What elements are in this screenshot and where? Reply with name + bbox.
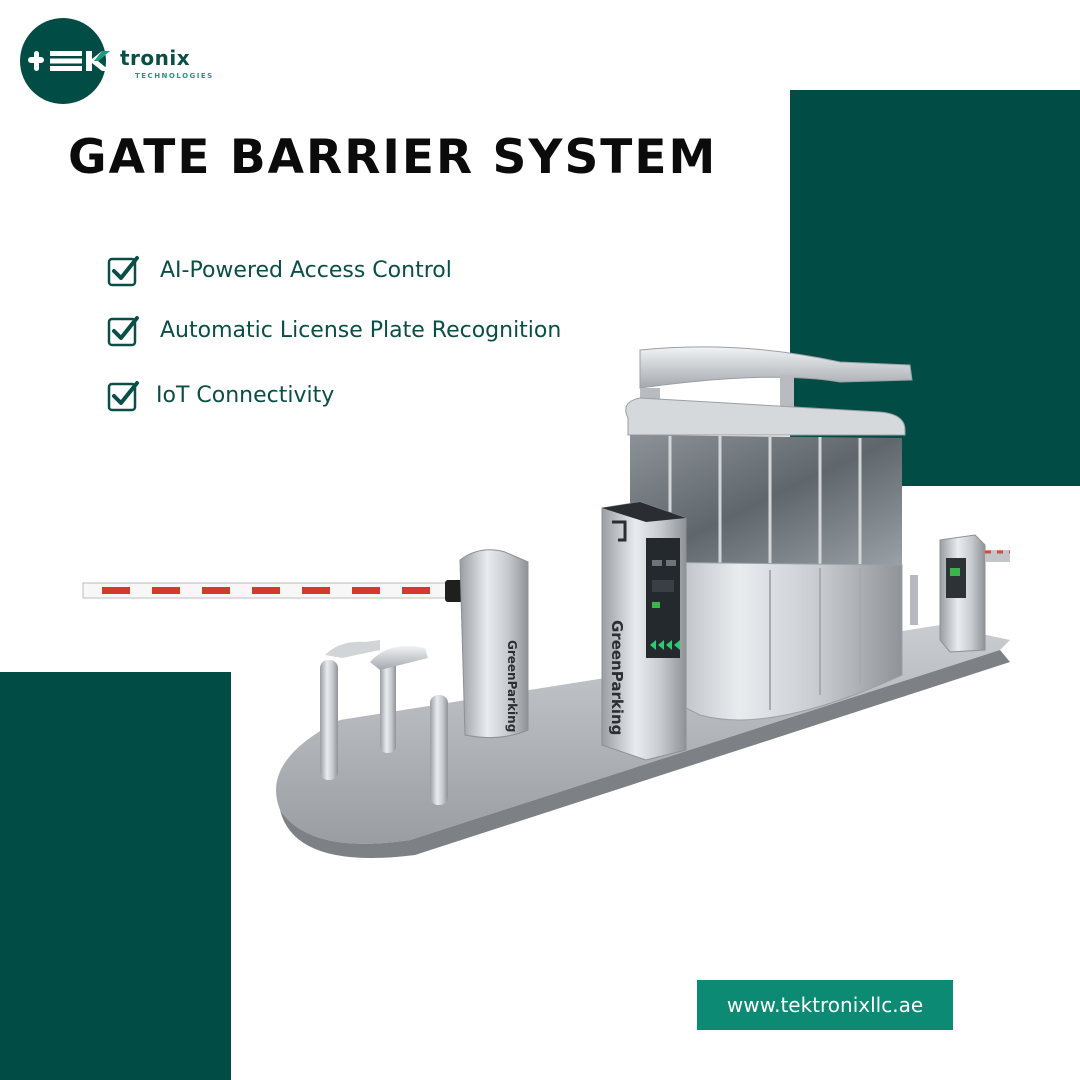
barrier-arm <box>82 580 475 602</box>
logo-wordmark: tronix <box>120 46 191 70</box>
bollards <box>320 640 448 805</box>
decor-block-bottom-left <box>0 672 231 1080</box>
brand-logo: tronix TECHNOLOGIES <box>20 18 220 104</box>
page-title: GATE BARRIER SYSTEM <box>68 130 718 185</box>
feature-item: IoT Connectivity <box>106 378 334 412</box>
feature-item: Automatic License Plate Recognition <box>106 313 561 347</box>
checkbox-check-icon <box>107 256 139 287</box>
logo-tagline: TECHNOLOGIES <box>135 72 214 80</box>
feature-item: AI-Powered Access Control <box>106 253 452 287</box>
ticket-kiosk: GreenParking <box>601 501 687 761</box>
logo-mark-icon <box>28 51 110 71</box>
checkbox-check-icon <box>107 316 139 347</box>
website-badge[interactable]: www.tektronixllc.ae <box>697 980 953 1030</box>
feature-label: IoT Connectivity <box>156 382 335 408</box>
checkbox-check-icon <box>107 381 139 412</box>
barrier-brand-text: GreenParking <box>505 640 519 732</box>
website-link[interactable]: www.tektronixllc.ae <box>726 993 924 1017</box>
guard-booth <box>625 346 913 721</box>
kiosk-brand-text: GreenParking <box>608 620 626 735</box>
gate-barrier-illustration: GreenParking GreenParking <box>82 346 1010 858</box>
feature-label: Automatic License Plate Recognition <box>160 317 562 343</box>
barrier-housing: GreenParking <box>459 549 529 739</box>
right-terminal <box>910 534 1010 653</box>
feature-label: AI-Powered Access Control <box>160 257 452 283</box>
